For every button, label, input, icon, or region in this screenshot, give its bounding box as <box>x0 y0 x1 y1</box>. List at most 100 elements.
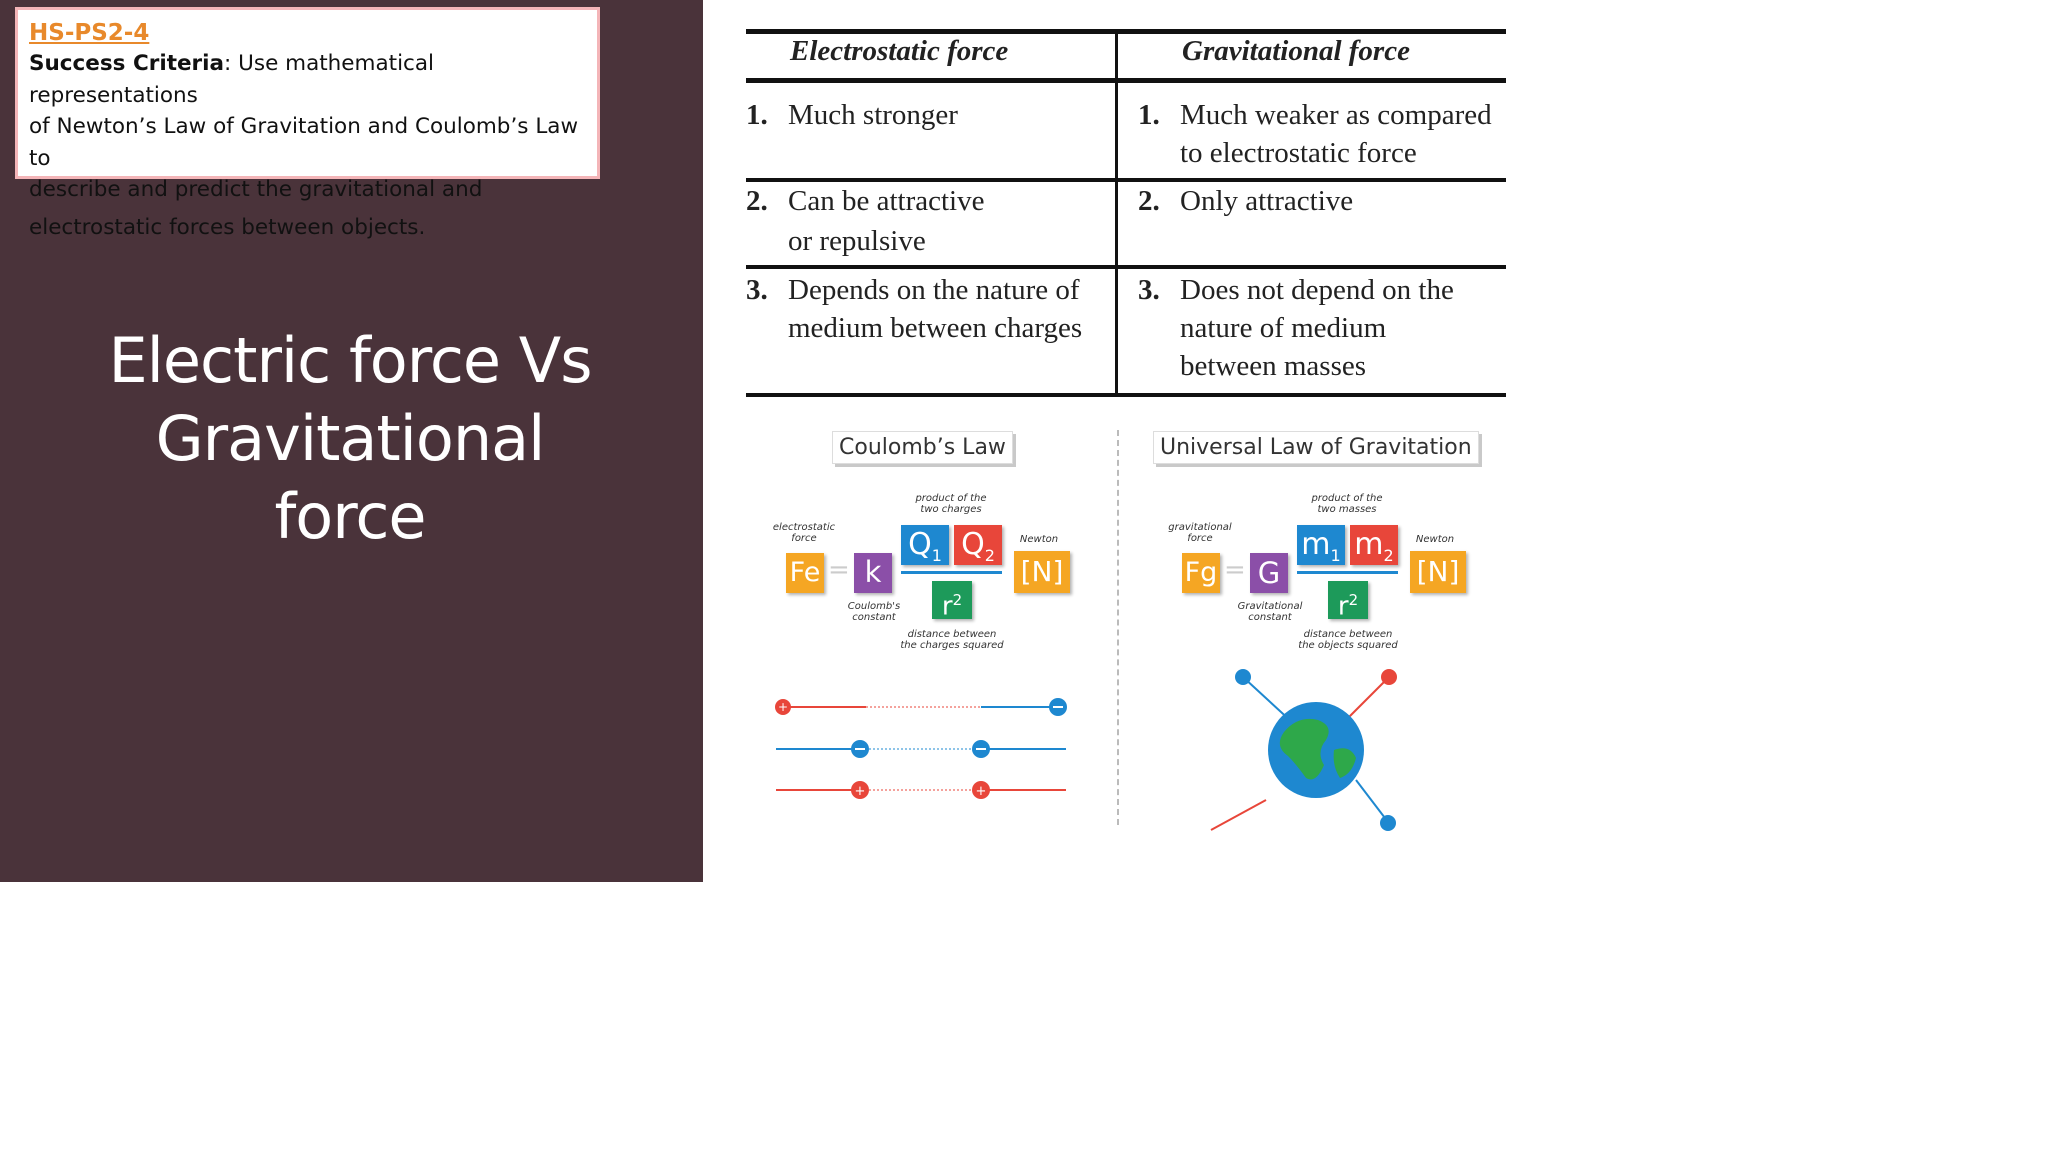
tile-symbol: m <box>1301 527 1331 562</box>
tile-superscript: 2 <box>952 591 963 609</box>
charge-1-tile: Q1 <box>901 525 949 565</box>
charge-2-tile: Q2 <box>954 525 1002 565</box>
header-border <box>746 78 1506 83</box>
row-border-2 <box>746 265 1506 269</box>
success-criteria-box: HS-PS2-4 Success Criteria: Use mathemati… <box>15 7 600 240</box>
label-line: constant <box>1248 612 1292 623</box>
gravity-constant-tile: G <box>1250 553 1288 593</box>
criteria-text: Success Criteria: Use mathematical repre… <box>29 48 597 243</box>
cell-text: Much weaker as compared <box>1180 99 1492 131</box>
row-1-right: 1. Much weaker as compared to electrostat… <box>1138 96 1492 172</box>
coulomb-force-tile: Fe <box>786 553 824 593</box>
coulomb-newton-label: Newton <box>1019 534 1059 545</box>
row-border-1 <box>746 178 1506 182</box>
label-line: distance between <box>1303 629 1393 640</box>
table-bottom-border <box>746 393 1506 397</box>
row-2-left: 2. Can be attractive or repulsive <box>746 182 984 260</box>
cell-text: nature of medium <box>1180 312 1387 344</box>
label-line: the objects squared <box>1298 640 1398 651</box>
fraction-bar <box>1297 571 1398 574</box>
gravity-line <box>1355 779 1389 823</box>
label-line: Coulomb's <box>847 601 901 612</box>
cell-text: to electrostatic force <box>1180 137 1417 169</box>
label-line: Gravitational <box>1237 601 1303 612</box>
distance-tile: r2 <box>1328 581 1368 622</box>
label-line: distance between <box>907 629 997 640</box>
cell-text: or repulsive <box>788 225 926 257</box>
equals-sign: = <box>828 555 850 585</box>
slide-title: Electric force Vs Gravitational force <box>60 322 640 556</box>
tile-subscript: 2 <box>984 546 995 565</box>
criteria-label: Success Criteria <box>29 51 225 76</box>
coulomb-constant-tile: k <box>854 553 892 593</box>
label-line: product of the <box>915 493 987 504</box>
row-3-right: 3.Does not depend on the nature of mediu… <box>1138 271 1454 385</box>
coulomb-law-title: Coulomb’s Law <box>832 431 1013 464</box>
criteria-line-4: electrostatic forces between objects. <box>29 214 426 240</box>
row-number: 1. <box>1138 99 1160 131</box>
label-line: product of the <box>1311 493 1383 504</box>
label-line: force <box>791 533 817 544</box>
mass-object-icon <box>1235 669 1251 685</box>
equals-sign: = <box>1224 555 1246 585</box>
gravity-force-tile: Fg <box>1182 553 1220 593</box>
column-divider <box>1115 29 1118 397</box>
cell-text: between masses <box>1180 350 1367 382</box>
row-number: 3. <box>1138 274 1160 306</box>
row-number: 2. <box>746 185 768 217</box>
tile-symbol: r <box>1337 591 1349 622</box>
tile-subscript: 1 <box>931 546 942 565</box>
standard-code: HS-PS2-4 <box>29 20 150 46</box>
cell-text: Much stronger <box>788 99 958 131</box>
row-number: 3. <box>746 274 768 306</box>
row-3-left: 3.Depends on the nature of medium betwee… <box>746 271 1082 347</box>
tile-superscript: 2 <box>1348 591 1359 609</box>
mass-2-tile: m2 <box>1350 525 1398 565</box>
title-line-3: force <box>274 480 426 553</box>
tile-symbol: Q <box>908 527 932 562</box>
svg-text:+: + <box>778 700 788 714</box>
gravity-unit-tile: [N] <box>1410 551 1466 593</box>
fraction-bar <box>901 571 1002 574</box>
cell-text: Can be attractive <box>788 185 985 217</box>
label-line: electrostatic <box>772 522 836 533</box>
distance-tile: r2 <box>932 581 972 622</box>
title-line-2: Gravitational <box>155 402 546 475</box>
tile-subscript: 1 <box>1330 546 1341 565</box>
gravitation-law-title: Universal Law of Gravitation <box>1153 431 1479 464</box>
svg-text:+: + <box>976 784 987 799</box>
row-number: 2. <box>1138 185 1160 217</box>
gravity-line <box>1210 799 1267 831</box>
row-2-right: 2.Only attractive <box>1138 182 1353 220</box>
criteria-line-1: : Use mathematical representations <box>29 51 435 108</box>
cell-text: Depends on the nature of <box>788 274 1080 306</box>
label-line: force <box>1187 533 1213 544</box>
row-number: 1. <box>746 99 768 131</box>
positive-charge-icon <box>972 781 990 799</box>
comparison-table: Electrostatic force Gravitational force … <box>746 29 1506 398</box>
table-top-border <box>746 29 1506 34</box>
mass-object-icon <box>1380 815 1396 831</box>
title-line-1: Electric force Vs <box>108 324 593 397</box>
header-electrostatic: Electrostatic force <box>790 35 1009 67</box>
gravity-newton-label: Newton <box>1415 534 1455 545</box>
criteria-line-3: describe and predict the gravitational a… <box>29 177 483 202</box>
label-line: the charges squared <box>900 640 1004 651</box>
mass-object-icon <box>1381 669 1397 685</box>
header-gravitational: Gravitational force <box>1182 35 1410 67</box>
label-line: gravitational <box>1168 522 1232 533</box>
row-1-left: 1. Much stronger <box>746 96 958 134</box>
coulomb-unit-tile: [N] <box>1014 551 1070 593</box>
svg-text:+: + <box>855 784 866 799</box>
charge-interaction-diagram: + + + <box>775 698 1067 799</box>
left-panel: HS-PS2-4 Success Criteria: Use mathemati… <box>0 0 703 882</box>
label-line: constant <box>852 612 896 623</box>
